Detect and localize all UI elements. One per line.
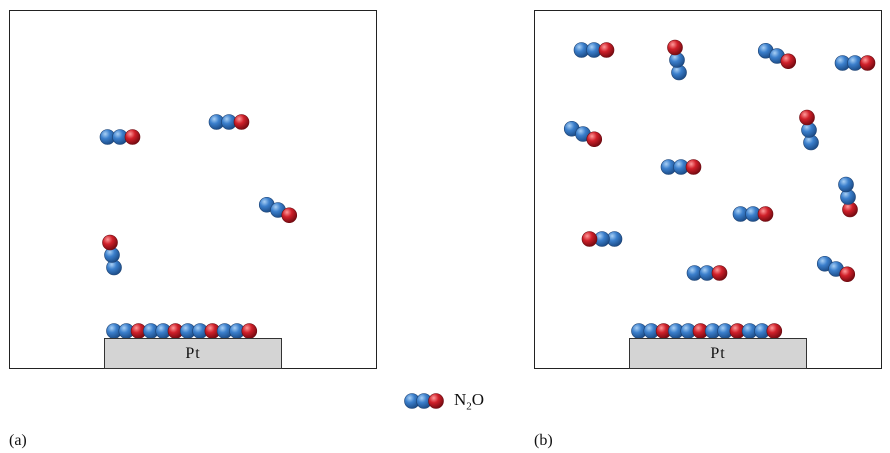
legend-formula: N2O — [454, 390, 485, 413]
oxygen-atom — [859, 55, 876, 71]
oxygen-atom — [780, 53, 797, 70]
n2o-molecule — [573, 42, 615, 58]
n2o-molecule — [258, 196, 298, 224]
adsorbed-n2o-molecule — [180, 323, 221, 339]
panel-a-molecules — [99, 114, 298, 339]
n2o-molecule-icon — [404, 393, 444, 409]
surface-label: Pt — [185, 344, 201, 362]
platinum-surface: Pt — [629, 338, 807, 369]
adsorbed-n2o-molecule — [631, 323, 672, 339]
adsorbed-n2o-molecule — [143, 323, 184, 339]
adsorbed-n2o-molecule — [741, 323, 783, 339]
n2o-molecule — [581, 231, 623, 247]
n2o-molecule — [667, 39, 687, 81]
n2o-molecule — [799, 109, 819, 151]
adsorbed-n2o-molecule — [106, 323, 147, 339]
oxygen-atom — [799, 109, 815, 126]
adsorbed-n2o-molecule — [705, 323, 746, 339]
n2o-molecule — [834, 55, 876, 71]
n2o-molecule — [838, 176, 858, 218]
adsorbed-n2o-molecule — [668, 323, 709, 339]
oxygen-atom — [766, 323, 783, 339]
n2o-molecule — [563, 120, 603, 148]
panel-b-molecules — [563, 39, 876, 339]
oxygen-atom — [598, 42, 615, 58]
n2o-molecule — [102, 234, 122, 276]
oxygen-atom — [839, 266, 856, 283]
adsorbed-n2o-molecule — [216, 323, 258, 339]
platinum-surface: Pt — [104, 338, 282, 369]
oxygen-atom — [685, 159, 702, 175]
n2o-molecule — [99, 129, 141, 145]
oxygen-atom — [241, 323, 258, 339]
caption-a: (a) — [9, 432, 27, 449]
oxygen-atom — [711, 265, 728, 281]
oxygen-atom — [428, 393, 444, 409]
n2o-molecule — [686, 265, 728, 281]
panel-b: Pt — [534, 10, 882, 369]
oxygen-atom — [281, 207, 298, 224]
n2o-molecule — [732, 206, 774, 222]
oxygen-atom — [667, 39, 683, 56]
n2o-molecule — [816, 255, 856, 283]
n2o-molecule — [208, 114, 250, 130]
oxygen-atom — [233, 114, 250, 130]
panel-a: Pt — [9, 10, 377, 369]
oxygen-atom — [102, 234, 118, 251]
legend: N2O — [404, 390, 484, 412]
n2o-molecule — [660, 159, 702, 175]
oxygen-atom — [124, 129, 141, 145]
oxygen-atom — [586, 131, 603, 148]
oxygen-atom — [757, 206, 774, 222]
nitrogen-atom — [838, 176, 854, 193]
oxygen-atom — [581, 231, 598, 247]
caption-b: (b) — [534, 432, 553, 449]
n2o-molecule — [757, 42, 797, 70]
surface-label: Pt — [710, 344, 726, 362]
